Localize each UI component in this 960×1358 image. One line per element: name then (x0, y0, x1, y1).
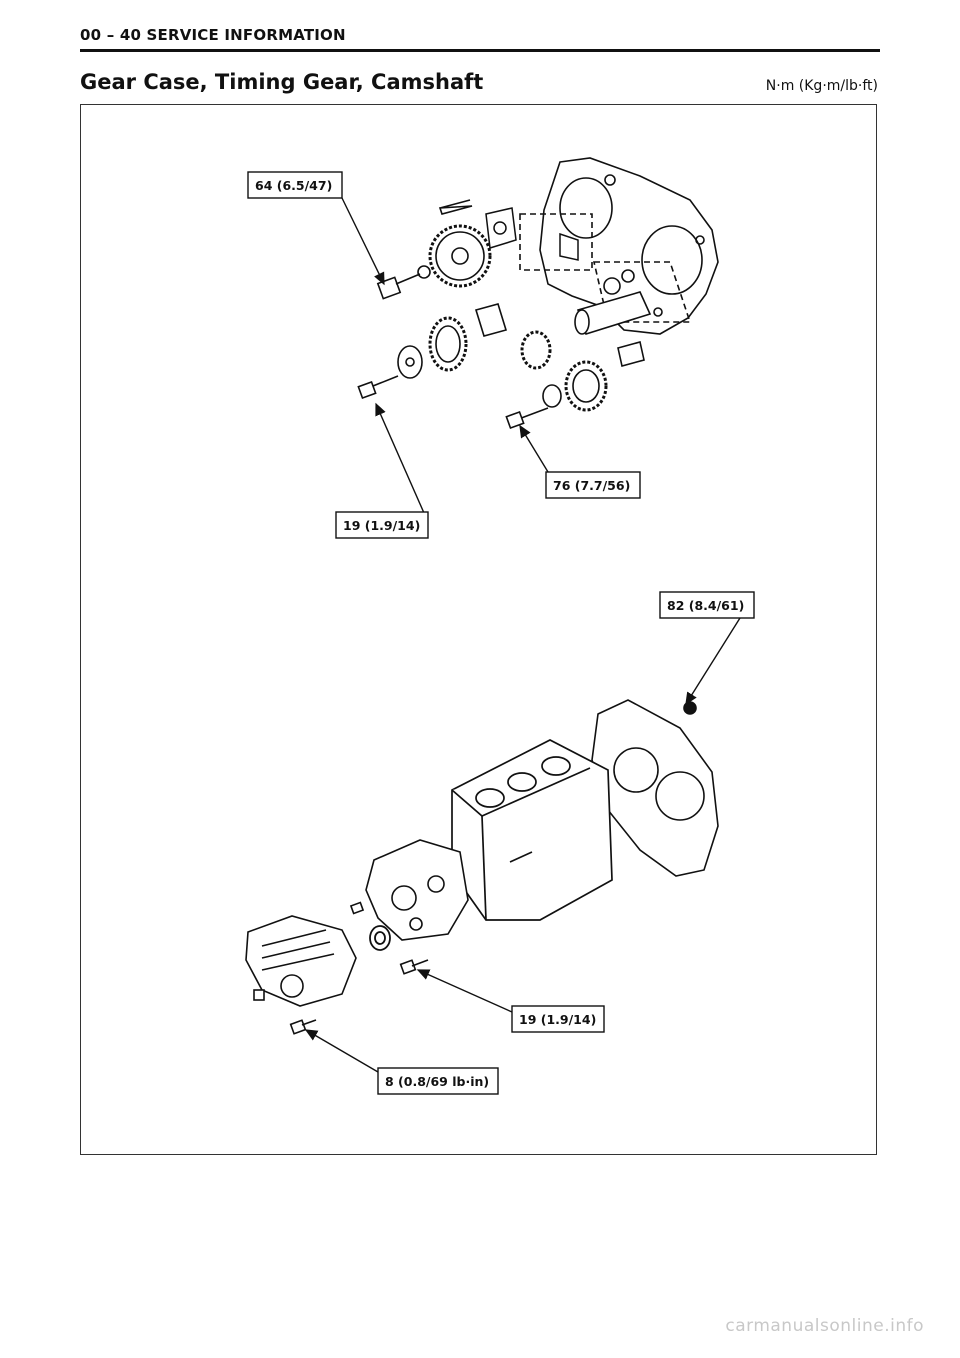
watermark: carmanualsonline.info (725, 1316, 924, 1336)
svg-text:19 (1.9/14): 19 (1.9/14) (519, 1012, 596, 1027)
timing-gear-case (365, 839, 469, 941)
timing-gear-cover (245, 915, 357, 1007)
section-header: 00 – 40 SERVICE INFORMATION (80, 26, 346, 44)
cover-bolts (289, 901, 429, 1035)
svg-text:76 (7.7/56): 76 (7.7/56) (553, 478, 630, 493)
svg-text:64 (6.5/47): 64 (6.5/47) (255, 178, 332, 193)
cylinder-block (451, 739, 613, 921)
torque-units: N·m (Kg·m/lb·ft) (765, 78, 878, 94)
torque-callout: 19 (1.9/14) (511, 1005, 605, 1033)
idler-plate (485, 207, 579, 261)
svg-text:8 (0.8/69 lb·in): 8 (0.8/69 lb·in) (385, 1074, 489, 1089)
front-oil-seal (369, 925, 391, 951)
svg-text:82 (8.4/61): 82 (8.4/61) (667, 598, 744, 613)
page-title: Gear Case, Timing Gear, Camshaft (80, 70, 484, 94)
lower-gear-bolts (357, 375, 549, 430)
upper-timing-gear (428, 224, 492, 288)
torque-callout: 82 (8.4/61) (659, 591, 755, 619)
svg-text:19 (1.9/14): 19 (1.9/14) (343, 518, 420, 533)
torque-callout: 8 (0.8/69 lb·in) (377, 1067, 499, 1095)
torque-callout: 76 (7.7/56) (545, 471, 641, 499)
torque-callout: 19 (1.9/14) (335, 511, 429, 539)
header-rule (80, 49, 880, 52)
camshaft (574, 269, 652, 335)
leader-lines (304, 197, 741, 1073)
idler-gear (520, 330, 645, 412)
flywheel-plate (591, 699, 719, 877)
torque-callout: 64 (6.5/47) (247, 171, 343, 199)
diagram-frame (80, 104, 877, 1155)
injection-pump-gear (397, 303, 508, 379)
